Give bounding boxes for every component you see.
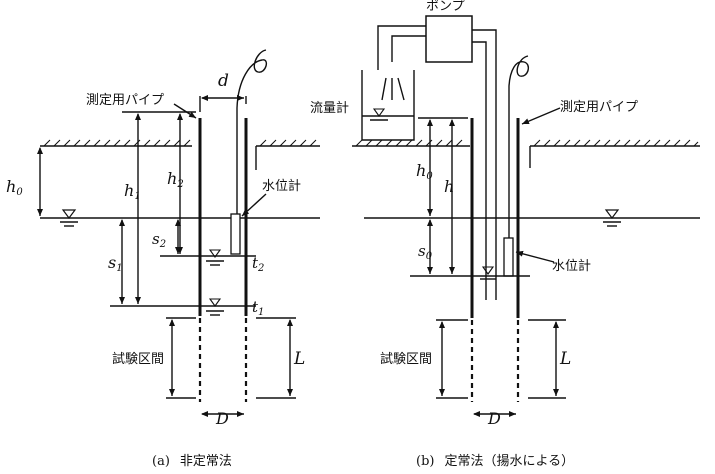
diagram-b-steady: ポンプ 流量計 — [310, 0, 700, 469]
water-table-symbol-b — [603, 209, 621, 227]
pump-pipe-inner-left — [391, 35, 426, 62]
gauge-leader-right — [515, 250, 555, 263]
flowmeter-tank — [361, 70, 415, 141]
pipe-label-left: 測定用パイプ — [86, 93, 164, 108]
pump-pipe-outer-left — [377, 25, 426, 70]
L-label-right: L — [559, 349, 571, 369]
pipe-label-right: 測定用パイプ — [560, 100, 638, 115]
s1-label: s1 — [108, 253, 123, 274]
L-label-left: L — [293, 349, 305, 369]
flowmeter-water-symbol — [370, 108, 388, 121]
gauge-cable-coil-b — [508, 55, 530, 87]
gauge-cable-coil — [236, 49, 268, 109]
h-label-right: h — [444, 177, 454, 196]
t1-label: t1 — [252, 298, 264, 318]
caption-a: (a)非定常法 — [152, 454, 232, 469]
water-level-drawdown — [410, 266, 530, 280]
pipe-leader-right — [521, 107, 561, 125]
ground-surface-right — [256, 139, 320, 147]
pump-box — [425, 15, 473, 63]
gauge-label-right: 水位計 — [552, 258, 591, 274]
diagram-a-unsteady: d D h0 h1 h2 s1 s2 t2 t1 L 測定用パイプ — [6, 49, 320, 469]
D-label-right: D — [487, 409, 501, 428]
gauge-label-left: 水位計 — [262, 178, 301, 194]
pipe-leader-left — [173, 103, 197, 119]
water-level-gauge-b — [503, 237, 514, 277]
water-level-t1 — [110, 298, 256, 316]
h0-label-left: h0 — [6, 177, 23, 198]
pump-label: ポンプ — [426, 0, 465, 14]
water-level-t2 — [160, 249, 256, 266]
h1-label: h1 — [124, 181, 141, 202]
flowmeter-label: 流量計 — [310, 100, 349, 116]
h0-label-right: h0 — [416, 161, 433, 182]
water-level-gauge — [230, 213, 241, 255]
pump-pipe-inner-right — [472, 41, 487, 300]
s0-label: s0 — [418, 242, 433, 262]
spray-1 — [381, 77, 387, 101]
D-label-left: D — [215, 409, 229, 428]
interval-label-right: 試験区間 — [380, 351, 432, 367]
h2-label: h2 — [167, 169, 184, 190]
s2-label: s2 — [152, 230, 166, 250]
ground-surface-left — [40, 139, 192, 147]
water-table-symbol — [60, 209, 78, 227]
spray-3 — [397, 77, 405, 101]
pump-pipe-outer-right — [472, 29, 497, 300]
t2-label: t2 — [252, 254, 264, 274]
d-label: d — [218, 71, 229, 91]
caption-b: (b)定常法（揚水による） — [416, 453, 574, 469]
interval-label-left: 試験区間 — [112, 351, 164, 367]
ground-surface-b-right — [530, 139, 700, 147]
gauge-leader-left — [241, 193, 267, 217]
